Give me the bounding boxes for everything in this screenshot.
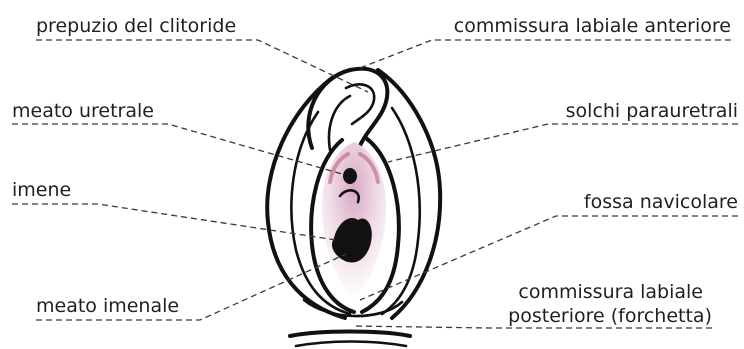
- leader-imene: [12, 204, 336, 240]
- label-prepuzio-clitoride: prepuzio del clitoride: [36, 15, 236, 37]
- perineum-line-2: [296, 342, 406, 347]
- vulva-illustration: [267, 69, 440, 346]
- leader-commissura-anteriore: [360, 40, 731, 68]
- leader-meato-uretrale: [12, 124, 342, 174]
- clitoral-hood: [308, 69, 387, 150]
- label-meato-uretrale: meato uretrale: [12, 100, 154, 122]
- label-imene: imene: [12, 179, 71, 201]
- leader-solchi: [388, 124, 738, 162]
- label-commissura-anteriore: commissura labiale anteriore: [454, 15, 731, 37]
- label-meato-imenale: meato imenale: [36, 295, 179, 317]
- label-commissura-posteriore-line1: commissura labiale: [518, 281, 703, 303]
- leader-prepuzio: [36, 40, 368, 92]
- label-commissura-posteriore-line2: posteriore (forchetta): [508, 305, 712, 327]
- label-fossa-navicolare: fossa navicolare: [584, 191, 738, 213]
- perineum-line: [290, 332, 410, 337]
- urethral-meatus: [343, 168, 357, 184]
- clitoral-hood-fold: [346, 84, 374, 124]
- label-solchi-parauretrali: solchi parauretrali: [566, 100, 738, 122]
